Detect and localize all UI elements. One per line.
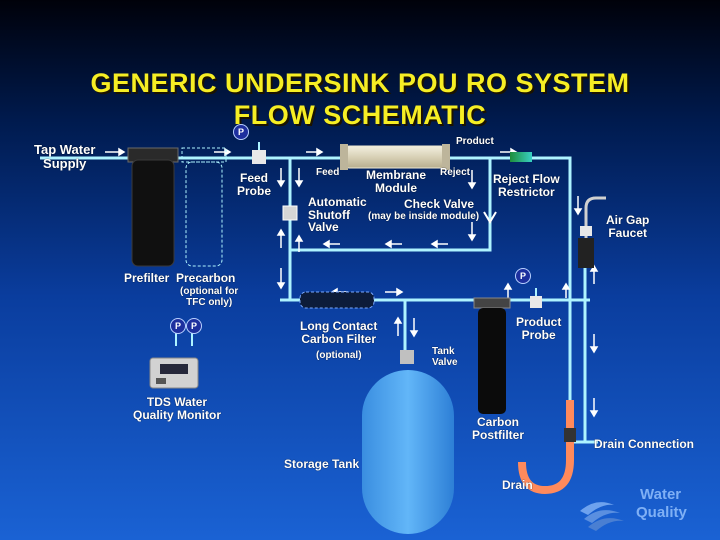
reject-flow-restrictor [510,152,532,162]
label-drain-connection: Drain Connection [594,437,695,451]
tank-valve [400,350,414,364]
label-check-valve-note: (may be inside module) [368,211,480,222]
label-optional: (optional) [316,350,362,361]
label-precarbon: Precarbon [176,271,236,285]
feed-probe-tee [252,150,266,164]
membrane-module [340,144,450,170]
tds-monitor [149,330,199,389]
badge-product-probe: P [515,268,531,284]
product-probe-tee [530,296,542,308]
drain-trap [518,400,576,495]
title-line-2: FLOW SCHEMATIC [233,100,487,130]
badge-tds-1: P [170,318,186,334]
prefilter-housing [127,147,179,267]
check-valve-symbol [483,211,497,224]
precarbon-housing [181,147,227,267]
carbon-postfilter [473,297,511,414]
label-prefilter: Prefilter [124,271,170,285]
title-line-1: GENERIC UNDERSINK POU RO SYSTEM [90,68,630,98]
water-quality-logo: Water Quality [578,483,710,533]
badge-feed-probe: P [233,124,249,140]
label-product: Product [456,136,494,147]
badge-tds-2: P [186,318,202,334]
label-storage-tank: Storage Tank [284,457,360,471]
label-drain: Drain [502,478,533,492]
label-feed: Feed [316,167,340,178]
label-check-valve: Check Valve [404,197,475,211]
shutoff-valve [282,205,298,221]
label-reject: Reject [440,167,471,178]
long-contact-carbon-filter [299,291,375,309]
storage-tank [362,370,454,534]
air-gap-faucet [578,196,606,268]
